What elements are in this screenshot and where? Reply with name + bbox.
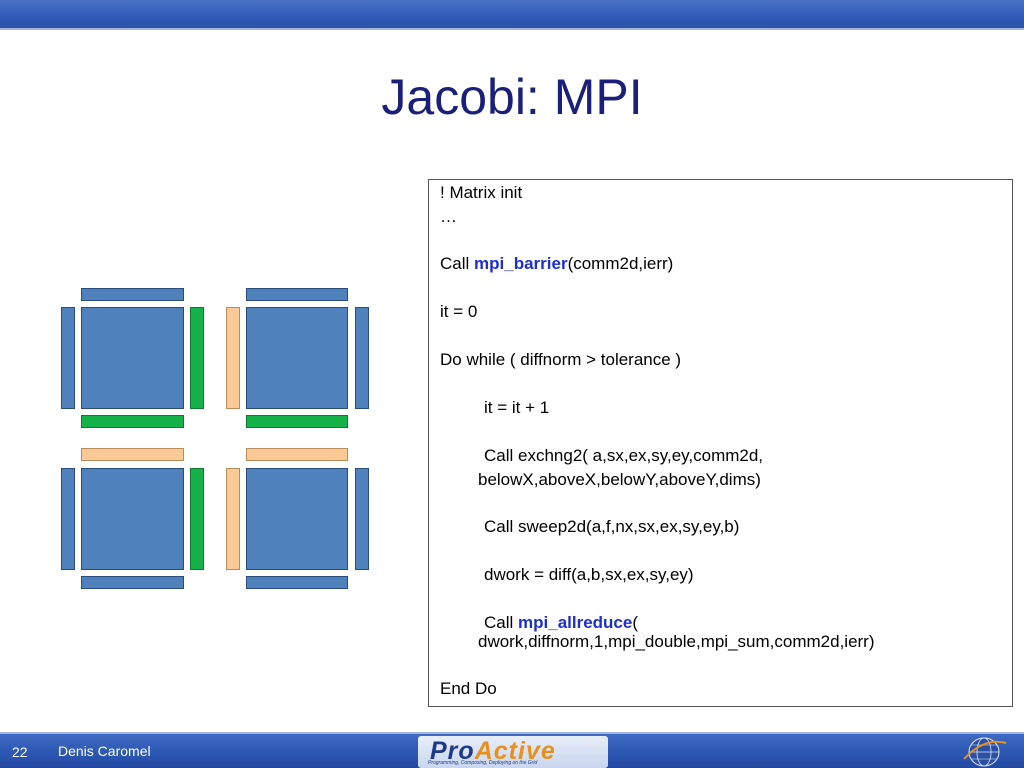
code-line-allreduce-args: dwork,diffnorm,1,mpi_double,mpi_sum,comm… — [478, 632, 875, 651]
bl-right-ghost — [190, 468, 204, 570]
bl-block — [81, 468, 184, 570]
logo-tagline: Programming, Composing, Deploying on the… — [428, 760, 538, 766]
br-block — [246, 468, 348, 570]
code-line-dwork: dwork = diff(a,b,sx,ex,sy,ey) — [484, 565, 694, 584]
tr-left-ghost — [226, 307, 240, 409]
top-banner — [0, 0, 1024, 30]
bl-top-ghost — [81, 448, 184, 461]
code-line-exchng2-args: belowX,aboveX,belowY,aboveY,dims) — [478, 470, 761, 489]
tr-right-ghost — [355, 307, 369, 409]
keyword-mpi-barrier: mpi_barrier — [474, 254, 568, 273]
code-line-sweep2d: Call sweep2d(a,f,nx,sx,ex,sy,ey,b) — [484, 517, 740, 536]
code-line-end-do: End Do — [440, 679, 497, 698]
code-call-text: Call — [440, 254, 475, 273]
tl-block — [81, 307, 184, 409]
tl-right-ghost — [190, 307, 204, 409]
globe-icon — [963, 737, 1007, 767]
br-bottom-ghost — [246, 576, 348, 589]
tl-bottom-ghost — [81, 415, 184, 428]
slide-title: Jacobi: MPI — [381, 69, 643, 125]
tl-left-ghost — [61, 307, 75, 409]
code-line-it-increment: it = it + 1 — [484, 398, 550, 417]
tl-top-ghost — [81, 288, 184, 301]
code-call-text: Call — [484, 613, 519, 632]
code-line-do-while: Do while ( diffnorm > tolerance ) — [440, 350, 682, 369]
footer-bar: 22 Denis Caromel ProActive Programming, … — [0, 732, 1024, 768]
logo-wordmark: ProActive — [430, 737, 556, 766]
br-top-ghost — [246, 448, 348, 461]
author-name: Denis Caromel — [58, 743, 151, 759]
bl-left-ghost — [61, 468, 75, 570]
code-listing: ! Matrix init … Call mpi_barrier(comm2d,… — [428, 179, 1013, 707]
code-line-barrier: Call mpi_barrier(comm2d,ierr) — [440, 254, 673, 274]
code-line-allreduce: Call mpi_allreduce( — [484, 613, 638, 633]
proactive-logo: ProActive Programming, Composing, Deploy… — [418, 736, 608, 768]
tr-top-ghost — [246, 288, 348, 301]
br-right-ghost — [355, 468, 369, 570]
br-left-ghost — [226, 468, 240, 570]
code-paren-text: ( — [632, 613, 639, 632]
logo-active: Active — [474, 737, 556, 765]
keyword-mpi-allreduce: mpi_allreduce — [518, 613, 633, 632]
tr-bottom-ghost — [246, 415, 348, 428]
page-number: 22 — [12, 744, 28, 760]
code-line-ellipsis: … — [440, 207, 457, 226]
logo-pro: Pro — [430, 737, 475, 765]
code-args-text: (comm2d,ierr) — [567, 254, 674, 273]
code-line-exchng2: Call exchng2( a,sx,ex,sy,ey,comm2d, — [484, 446, 764, 465]
bl-bottom-ghost — [81, 576, 184, 589]
code-line-matrix-init: ! Matrix init — [440, 183, 523, 202]
code-line-it-init: it = 0 — [440, 302, 478, 321]
tr-block — [246, 307, 348, 409]
